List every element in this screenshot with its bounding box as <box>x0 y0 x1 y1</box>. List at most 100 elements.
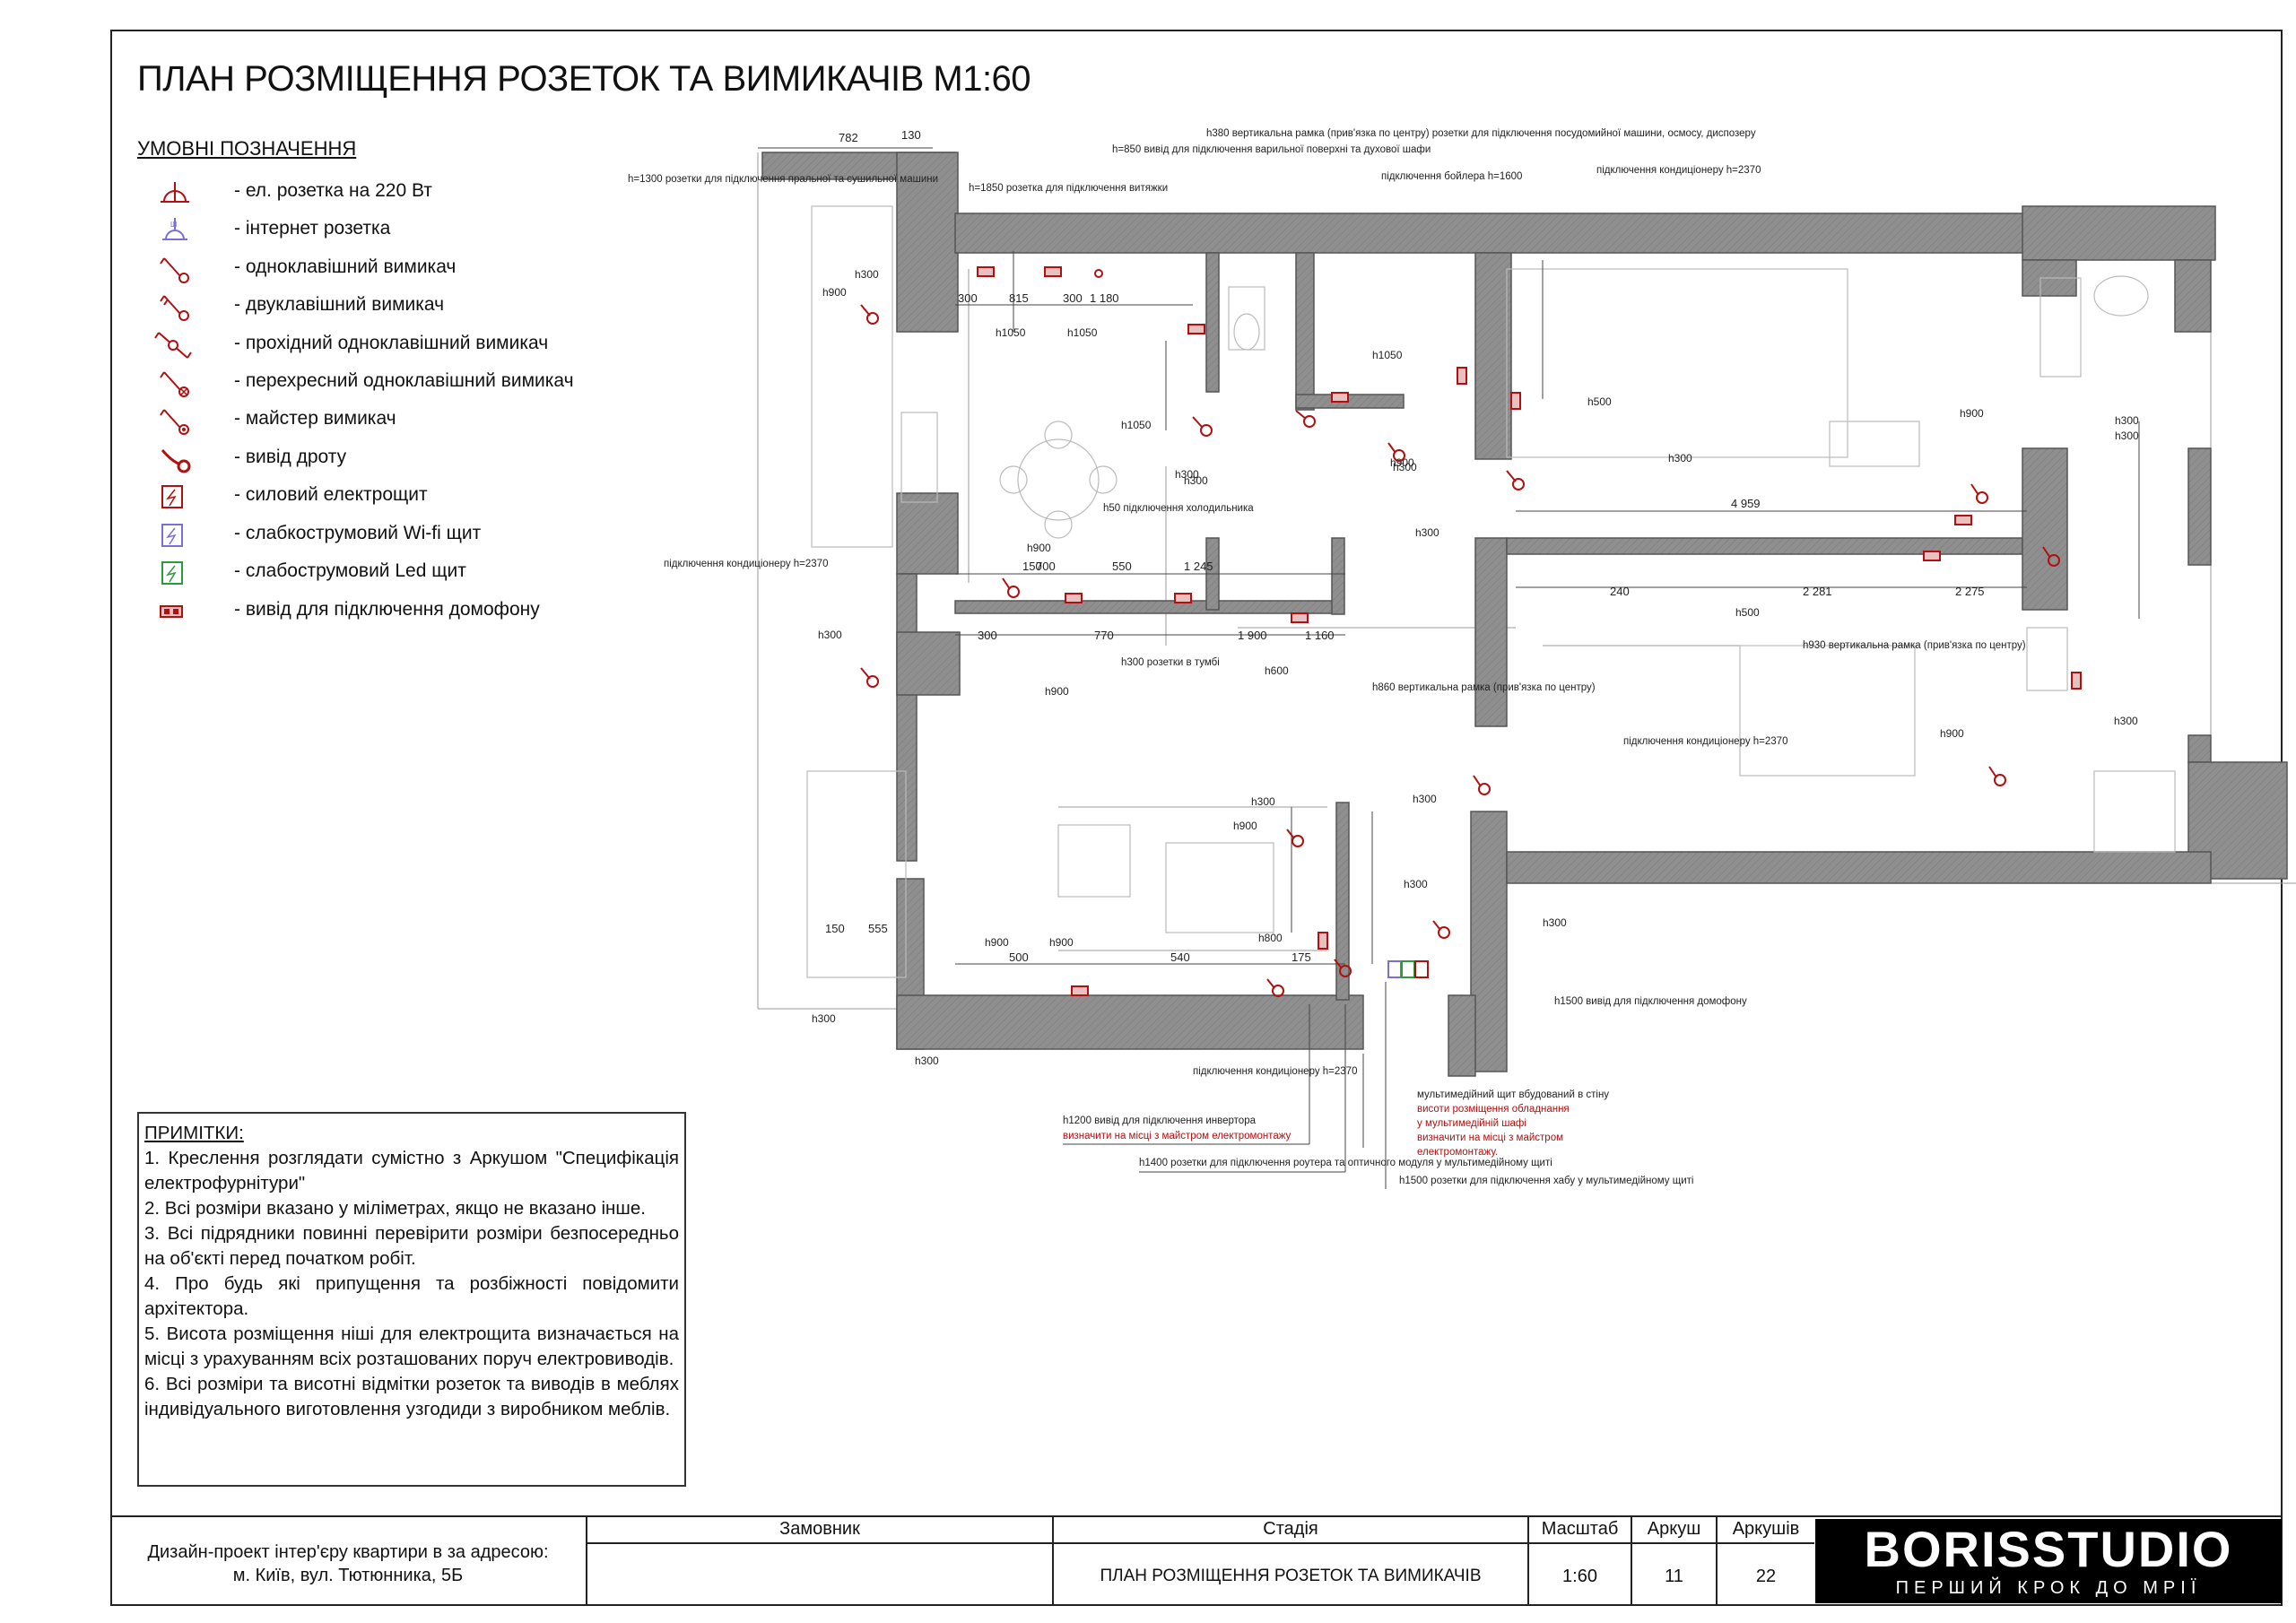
svg-text:h300: h300 <box>1184 474 1208 487</box>
dim-label: 150 <box>825 922 845 935</box>
svg-text:h1050: h1050 <box>1121 419 1152 431</box>
wifi-panel-icon <box>161 524 183 547</box>
stage-label: Стадія <box>1263 1519 1318 1539</box>
svg-text:h300: h300 <box>2115 414 2139 427</box>
dim-label: 150 <box>1022 560 1042 573</box>
svg-text:h300: h300 <box>2114 715 2138 727</box>
svg-text:h1050: h1050 <box>1372 349 1403 361</box>
svg-text:h800: h800 <box>1258 932 1283 944</box>
dim-label: 300 <box>1063 291 1083 305</box>
plan-annotations: h=1300 розетки для підключення пральної … <box>628 128 2026 1077</box>
scale-value: 1:60 <box>1562 1567 1597 1586</box>
scale-cell: Масштаб 1:60 <box>1527 1517 1631 1604</box>
svg-text:висоти розміщення обладнання: висоти розміщення обладнання <box>1417 1104 1570 1115</box>
svg-text:h300: h300 <box>818 629 842 641</box>
legend-item: - слабострумовий Led щит <box>148 555 650 591</box>
svg-text:h=1300 розетки для підключення: h=1300 розетки для підключення пральної … <box>628 174 938 185</box>
svg-text:h1050: h1050 <box>996 326 1026 339</box>
dim-label: 700 <box>1036 560 1056 573</box>
svg-text:h500: h500 <box>1735 606 1760 619</box>
legend-item: Ш - інтернет розетка <box>148 213 650 248</box>
dim-label: 240 <box>1610 585 1630 598</box>
svg-text:h380 вертикальна рамка (прив'я: h380 вертикальна рамка (прив'язка по цен… <box>1206 128 1756 139</box>
dim-label: 4 959 <box>1731 497 1761 510</box>
notes-heading: ПРИМІТКИ: <box>144 1123 244 1143</box>
svg-text:підключення кондиціонеру h=237: підключення кондиціонеру h=2370 <box>1596 165 1761 176</box>
legend-item: - майстер вимикач <box>148 403 650 438</box>
svg-text:h300: h300 <box>1668 452 1692 464</box>
svg-text:h300: h300 <box>1404 878 1428 890</box>
dimension-labels: 782 130 300 815 300 1 180 150 700 550 1 … <box>825 128 1985 964</box>
page-title: ПЛАН РОЗМІЩЕННЯ РОЗЕТОК ТА ВИМИКАЧІВ М1:… <box>137 59 1031 99</box>
customer-label: Замовник <box>779 1519 860 1539</box>
legend-item: - силовий електрощит <box>148 479 650 515</box>
legend-item: - вивід дроту <box>148 441 650 477</box>
led-panel-icon <box>161 561 183 585</box>
power-socket-icon <box>161 182 189 203</box>
sheets-label: Аркушів <box>1732 1519 1800 1539</box>
svg-text:h900: h900 <box>822 286 847 299</box>
project-description: Дизайн-проект інтер'єру квартири в за ад… <box>147 1542 549 1585</box>
intercom-outlet-icon <box>160 605 183 618</box>
single-switch-icon <box>160 257 189 283</box>
svg-text:h50 підключення холодильника: h50 підключення холодильника <box>1103 503 1254 514</box>
legend-item: - прохідний одноклавішний вимикач <box>148 327 650 363</box>
electrical-symbols <box>860 266 2082 997</box>
sheets-value: 22 <box>1755 1567 1777 1586</box>
notes-box: ПРИМІТКИ: 1. Креслення розглядати суміст… <box>137 1112 686 1487</box>
svg-text:h=1850 розетка для підключення: h=1850 розетка для підключення витяжки <box>969 183 1168 194</box>
svg-text:h900: h900 <box>985 936 1009 949</box>
master-switch-icon <box>160 409 189 435</box>
sheet-value: 11 <box>1665 1567 1683 1586</box>
dim-label: 2 275 <box>1955 585 1985 598</box>
wire-outlet-icon <box>161 449 191 473</box>
svg-text:h500: h500 <box>1587 395 1612 408</box>
svg-text:h1050: h1050 <box>1067 326 1098 339</box>
svg-text:h930 вертикальна рамка (прив'я: h930 вертикальна рамка (прив'язка по цен… <box>1803 640 2026 651</box>
svg-text:h=850 вивід для підключення ва: h=850 вивід для підключення варильної по… <box>1112 144 1431 155</box>
customer-cell: Замовник <box>586 1517 1052 1604</box>
leader-lines <box>1063 982 1387 1189</box>
dim-label: 300 <box>958 291 978 305</box>
dim-label: 555 <box>868 922 888 935</box>
svg-text:h300: h300 <box>2115 430 2139 442</box>
svg-text:h860 вертикальна рамка (прив'я: h860 вертикальна рамка (прив'язка по цен… <box>1372 682 1596 693</box>
dim-label: 500 <box>1009 950 1029 964</box>
svg-text:h600: h600 <box>1265 664 1289 677</box>
brand-name: BORISSTUDIO <box>1864 1521 2233 1577</box>
svg-text:h300: h300 <box>812 1012 836 1025</box>
cross-switch-icon <box>160 371 189 397</box>
scale-label: Масштаб <box>1541 1519 1619 1539</box>
svg-text:h900: h900 <box>1027 542 1051 554</box>
floor-plan: 782 130 300 815 300 1 180 150 700 550 1 … <box>628 128 2296 1189</box>
dim-label: 175 <box>1292 950 1311 964</box>
note-item: 5. Висота розміщення ніші для електрощит… <box>144 1324 679 1369</box>
dim-label: 130 <box>901 128 921 142</box>
sheets-cell: Аркушів 22 <box>1716 1517 1814 1604</box>
walls <box>761 152 2288 1077</box>
dim-label: 1 160 <box>1305 629 1335 642</box>
brand-logo: BORISSTUDIO ПЕРШИЙ КРОК ДО МРІЇ <box>1815 1519 2282 1603</box>
svg-text:h900: h900 <box>1940 727 1964 740</box>
svg-text:h300: h300 <box>1413 793 1437 805</box>
legend-item: - ел. розетка на 220 Вт <box>148 175 650 211</box>
legend-item: - вивід для підключення домофону <box>148 594 650 629</box>
svg-text:h300: h300 <box>1251 795 1275 808</box>
brand-slogan: ПЕРШИЙ КРОК ДО МРІЇ <box>1895 1578 2202 1598</box>
pass-through-switch-icon <box>154 332 192 359</box>
svg-text:підключення кондиціонеру h=237: підключення кондиціонеру h=2370 <box>1193 1066 1357 1077</box>
dim-label: 540 <box>1170 950 1190 964</box>
legend-item: - перехресний одноклавішний вимикач <box>148 365 650 401</box>
sheet-cell: Аркуш 11 <box>1631 1517 1716 1604</box>
legend-item: - двуклавішний вимикач <box>148 289 650 325</box>
svg-text:h300 розетки в тумбі: h300 розетки в тумбі <box>1121 657 1220 668</box>
double-switch-icon <box>160 295 189 321</box>
note-item: 6. Всі розміри та висотні відмітки розет… <box>144 1374 679 1419</box>
note-item: 2. Всі розміри вказано у міліметрах, якщ… <box>144 1198 646 1219</box>
sheet-label: Аркуш <box>1647 1519 1701 1539</box>
svg-text:h1200 вивід для підключення ин: h1200 вивід для підключення инвертора <box>1063 1115 1257 1126</box>
dimension-lines <box>758 147 2140 1148</box>
media-panels <box>1387 960 1429 978</box>
dim-label: 770 <box>1094 629 1114 642</box>
power-panel-icon <box>161 485 183 508</box>
